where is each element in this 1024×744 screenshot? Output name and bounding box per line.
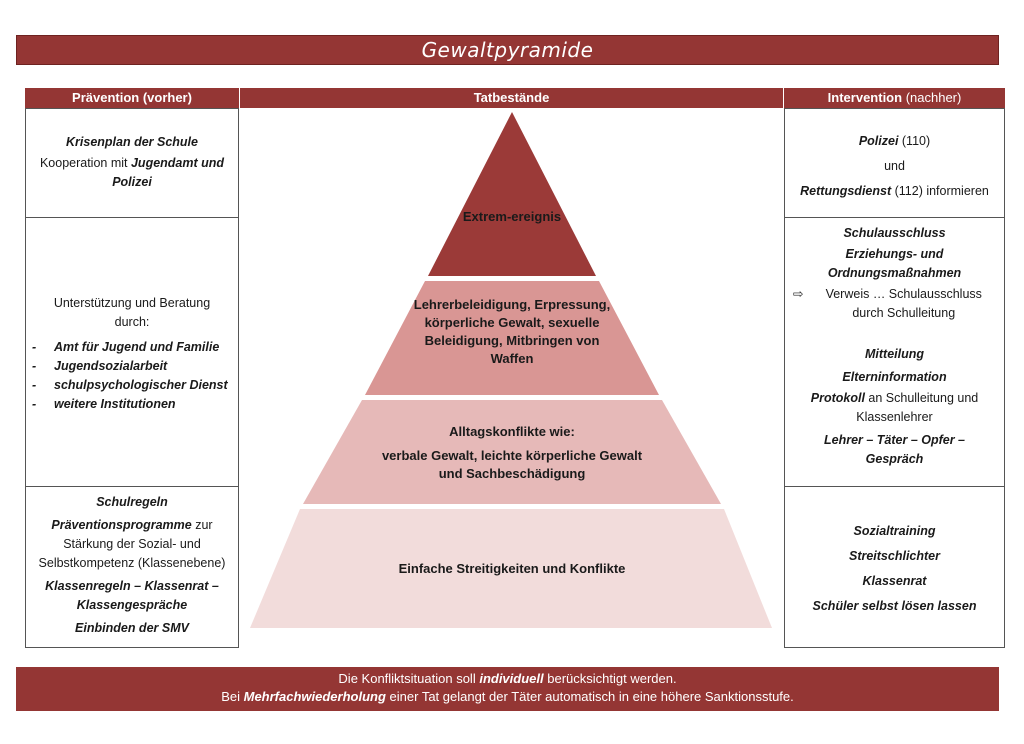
programme-label: Präventionsprogramme <box>51 518 192 532</box>
pyramid-level-second <box>365 281 659 395</box>
pyramid-level-third <box>303 400 721 504</box>
header-intervention: Intervention (nachher) <box>784 88 1005 108</box>
rettungsdienst-label: Rettungsdienst <box>800 184 892 198</box>
intervention-cell-2: Schulausschluss Erziehungs- und Ordnungs… <box>784 217 1005 487</box>
page-title: Gewaltpyramide <box>16 35 999 65</box>
list-item: schulpsychologischer Dienst <box>32 376 238 395</box>
massnahmen-text: Erziehungs- und Ordnungsmaßnahmen <box>827 247 962 280</box>
pyramid-level-bottom <box>250 509 772 628</box>
footer-l1c: berücksichtigt werden. <box>543 671 677 686</box>
pyramid-third-text: Alltagskonflikte wie: verbale Gewalt, le… <box>380 423 644 483</box>
pyramid-top-text: Extrem-ereignis <box>462 209 562 224</box>
verweis-text: ⇨ Verweis … Schulausschluss durch Schulle… <box>785 285 1004 323</box>
list-item: Jugendsozialarbeit <box>32 357 238 376</box>
footer-note: Die Konfliktsituation soll individuell b… <box>16 667 999 711</box>
arrow-right-icon: ⇨ <box>793 287 804 301</box>
footer-line-2: Bei Mehrfachwiederholung einer Tat gelan… <box>16 688 999 706</box>
programme-desc: zur Stärkung der Sozial- und Selbstkompe… <box>38 518 226 570</box>
footer-l2a: Bei <box>221 689 244 704</box>
pyramid-graphic <box>250 112 772 628</box>
polizei-text: Polizei (110) <box>785 129 1004 154</box>
mitteilung-text: Mitteilung <box>864 347 924 361</box>
und-text: und <box>884 159 905 173</box>
header-praevention-sub: (vorher) <box>139 90 192 105</box>
footer-l2b: Mehrfachwiederholung <box>243 689 386 704</box>
praevention-cell-3: Schulregeln Präventionsprogramme zur Stä… <box>25 486 239 648</box>
intervention-cell-3: Sozialtraining Streitschlichter Klassenr… <box>784 486 1005 648</box>
programme-text: Präventionsprogramme zur Stärkung der So… <box>26 516 238 573</box>
kooperation-partners: Jugendamt und Polizei <box>112 156 225 189</box>
pyramid-third-detail: verbale Gewalt, leichte körperliche Gewa… <box>381 448 643 481</box>
smv-text: Einbinden der SMV <box>75 621 189 635</box>
polizei-number: (110) <box>898 134 931 148</box>
rettungsdienst-number: (112) informieren <box>891 184 989 198</box>
beratung-list: Amt für Jugend und Familie Jugendsoziala… <box>32 338 238 414</box>
praevention-cell-2: Unterstützung und Beratung durch: Amt fü… <box>25 217 239 487</box>
pyramid-second-text: Lehrerbeleidigung, Erpressung, körperlic… <box>413 297 611 366</box>
footer-line-1: Die Konfliktsituation soll individuell b… <box>16 670 999 688</box>
kooperation-text: Kooperation mit Jugendamt und Polizei <box>26 154 238 192</box>
schulregeln-text: Schulregeln <box>96 495 168 509</box>
verweis-desc: Verweis … Schulausschluss durch Schullei… <box>825 287 982 320</box>
praevention-cell-1: Krisenplan der Schule Kooperation mit Ju… <box>25 108 239 218</box>
protokoll-text: Protokoll an Schulleitung und Klassenleh… <box>785 389 1004 427</box>
polizei-label: Polizei <box>858 134 899 148</box>
schueler-text: Schüler selbst lösen lassen <box>812 599 977 613</box>
header-intervention-sub: (nachher) <box>902 90 962 105</box>
schulausschluss-text: Schulausschluss <box>843 226 946 240</box>
elterninformation-text: Elterninformation <box>842 370 947 384</box>
pyramid-bottom-text: Einfache Streitigkeiten und Konflikte <box>398 561 626 576</box>
streitschlichter-text: Streitschlichter <box>848 549 940 563</box>
rettungsdienst-text: Rettungsdienst (112) informieren <box>785 179 1004 204</box>
pyramid-third-intro: Alltagskonflikte wie: <box>449 424 575 439</box>
klassenregeln-text: Klassenregeln – Klassenrat – Klassengesp… <box>45 579 219 612</box>
klassenrat-text: Klassenrat <box>862 574 927 588</box>
list-item: weitere Institutionen <box>32 395 238 414</box>
footer-l1a: Die Konfliktsituation soll <box>338 671 480 686</box>
list-item: Amt für Jugend und Familie <box>32 338 238 357</box>
header-praevention-label: Prävention <box>72 90 140 105</box>
protokoll-label: Protokoll <box>810 391 865 405</box>
krisenplan-text: Krisenplan der Schule <box>66 135 198 149</box>
footer-l2c: einer Tat gelangt der Täter automatisch … <box>385 689 794 704</box>
kooperation-prefix: Kooperation mit <box>39 156 131 170</box>
sozialtraining-text: Sozialtraining <box>853 524 936 538</box>
pyramid-level-top <box>428 112 596 276</box>
footer-l1b: individuell <box>479 671 544 686</box>
header-intervention-label: Intervention <box>827 90 903 105</box>
header-tatbestaende: Tatbestände <box>240 88 783 108</box>
intervention-cell-1: Polizei (110) und Rettungsdienst (112) i… <box>784 108 1005 218</box>
beratung-intro: Unterstützung und Beratung durch: <box>53 296 211 329</box>
gewalt-pyramid: Extrem-ereignis Lehrerbeleidigung, Erpre… <box>240 108 784 648</box>
header-praevention: Prävention (vorher) <box>25 88 239 108</box>
gespraech-text: Lehrer – Täter – Opfer – Gespräch <box>823 433 966 466</box>
protokoll-desc: an Schulleitung und Klassenlehrer <box>856 391 979 424</box>
